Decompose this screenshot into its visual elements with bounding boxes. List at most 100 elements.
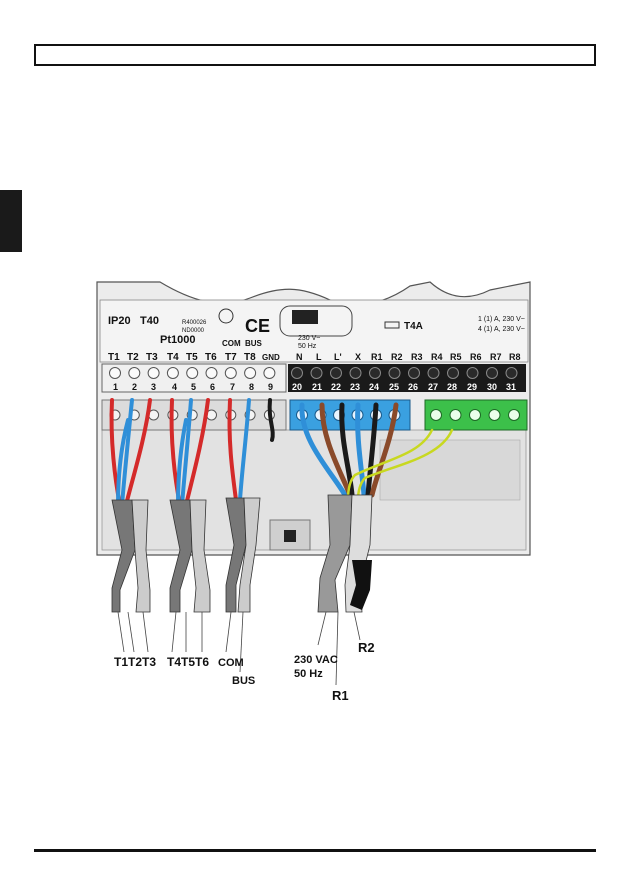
fuse-label: T4A <box>404 321 423 332</box>
terminal-screw <box>310 367 323 379</box>
terminal-screw <box>128 367 141 379</box>
terminal-number: 23 <box>350 382 360 392</box>
gear-icon <box>218 308 234 324</box>
earth-wires <box>346 428 454 502</box>
relay-rating-1: 1 (1) A, 230 V~ <box>478 316 525 323</box>
section-tab <box>0 190 22 252</box>
sensor-group-1-label: T1T2T3 <box>114 655 156 669</box>
terminal-label: R3 <box>411 352 423 362</box>
mains-strip <box>288 364 526 392</box>
terminal-number: 29 <box>467 382 477 392</box>
terminal-label: T8 <box>244 352 256 363</box>
terminal-label: R2 <box>391 352 403 362</box>
terminal-number: 25 <box>389 382 399 392</box>
connector-hole <box>469 409 481 421</box>
terminal-number: 4 <box>172 382 177 392</box>
terminal-label: R8 <box>509 352 521 362</box>
low-voltage-screws <box>109 367 276 379</box>
terminal-screw <box>505 367 518 379</box>
terminal-number: 9 <box>268 382 273 392</box>
sensor-type: Pt1000 <box>160 334 195 346</box>
terminal-label: GND <box>262 353 280 362</box>
terminal-number: 8 <box>249 382 254 392</box>
mains-voltage-label: 230 VAC <box>294 654 338 666</box>
terminal-number: 26 <box>408 382 418 392</box>
terminal-screw <box>109 367 121 379</box>
terminal-number: 22 <box>331 382 341 392</box>
terminal-number: 31 <box>506 382 516 392</box>
terminal-screw <box>291 367 303 379</box>
mains-screws <box>291 367 518 379</box>
terminal-number: 6 <box>210 382 215 392</box>
terminal-label: T4 <box>167 352 179 363</box>
terminal-label: X <box>355 352 361 362</box>
terminal-screw <box>263 367 276 379</box>
terminal-label: T6 <box>205 352 217 363</box>
sensor-group-2-label: T4T5T6 <box>167 655 209 669</box>
temp-class: T40 <box>140 315 159 327</box>
terminal-label: T1 <box>108 352 120 363</box>
terminal-screw <box>486 367 498 379</box>
terminal-label: R7 <box>490 352 502 362</box>
terminal-screw <box>166 367 179 379</box>
terminal-number: 7 <box>230 382 235 392</box>
terminal-label: R5 <box>450 352 462 362</box>
terminal-screw <box>466 367 479 379</box>
mains-cables <box>317 494 373 613</box>
clamp-screw <box>284 530 296 542</box>
label-area <box>99 299 529 363</box>
terminal-number: 28 <box>447 382 457 392</box>
terminal-label: L' <box>334 352 342 362</box>
terminal-label: T5 <box>186 352 198 363</box>
connector-hole <box>430 409 442 421</box>
terminal-screw <box>388 367 401 379</box>
page-header-box <box>34 44 596 66</box>
terminal-label: T7 <box>225 352 237 363</box>
mains-wires <box>299 402 399 498</box>
r1-cable-label: R1 <box>332 688 349 703</box>
terminal-label: N <box>296 352 303 362</box>
terminal-screw <box>408 367 420 379</box>
terminal-label: R1 <box>371 352 383 362</box>
r2-cable-label: R2 <box>358 640 375 655</box>
supply-line-1: 230 V~ <box>298 335 320 342</box>
terminal-screw <box>447 367 459 379</box>
com-group-label: COM <box>222 339 241 348</box>
terminal-screw <box>244 367 257 379</box>
terminal-number: 5 <box>191 382 196 392</box>
terminal-screw <box>427 367 440 379</box>
terminal-number: 21 <box>312 382 322 392</box>
terminal-label: T3 <box>146 352 158 363</box>
terminal-screw <box>349 367 362 379</box>
cert-line-2: ND0000 <box>182 328 205 334</box>
display-frame <box>279 305 353 337</box>
terminal-number: 20 <box>292 382 302 392</box>
terminal-number: 27 <box>428 382 438 392</box>
sensor-wires <box>109 398 275 507</box>
bus-group-label: BUS <box>245 339 263 348</box>
terminal-label: R4 <box>431 352 443 362</box>
leader-lines <box>117 611 361 686</box>
connector-hole <box>488 409 501 421</box>
connector-hole <box>449 409 462 421</box>
supply-line-2: 50 Hz <box>298 343 317 350</box>
relay-compartment <box>379 439 521 501</box>
cert-line-1: R400026 <box>182 320 207 326</box>
sensor-cables <box>111 497 261 613</box>
terminal-screw <box>369 367 381 379</box>
connector-hole <box>508 409 520 421</box>
terminal-label: L <box>316 352 322 362</box>
terminal-screw <box>205 367 218 379</box>
ce-mark: CE <box>245 316 270 336</box>
terminal-label: R6 <box>470 352 482 362</box>
footer-rule <box>34 849 596 852</box>
terminal-number: 2 <box>132 382 137 392</box>
relay-rating-2: 4 (1) A, 230 V~ <box>478 326 525 333</box>
terminal-screw <box>330 367 342 379</box>
terminal-number: 30 <box>487 382 497 392</box>
fuse-icon <box>384 321 400 329</box>
com-cable-label: COM <box>218 657 244 669</box>
terminal-number: 24 <box>369 382 379 392</box>
bus-cable-label: BUS <box>232 675 255 687</box>
